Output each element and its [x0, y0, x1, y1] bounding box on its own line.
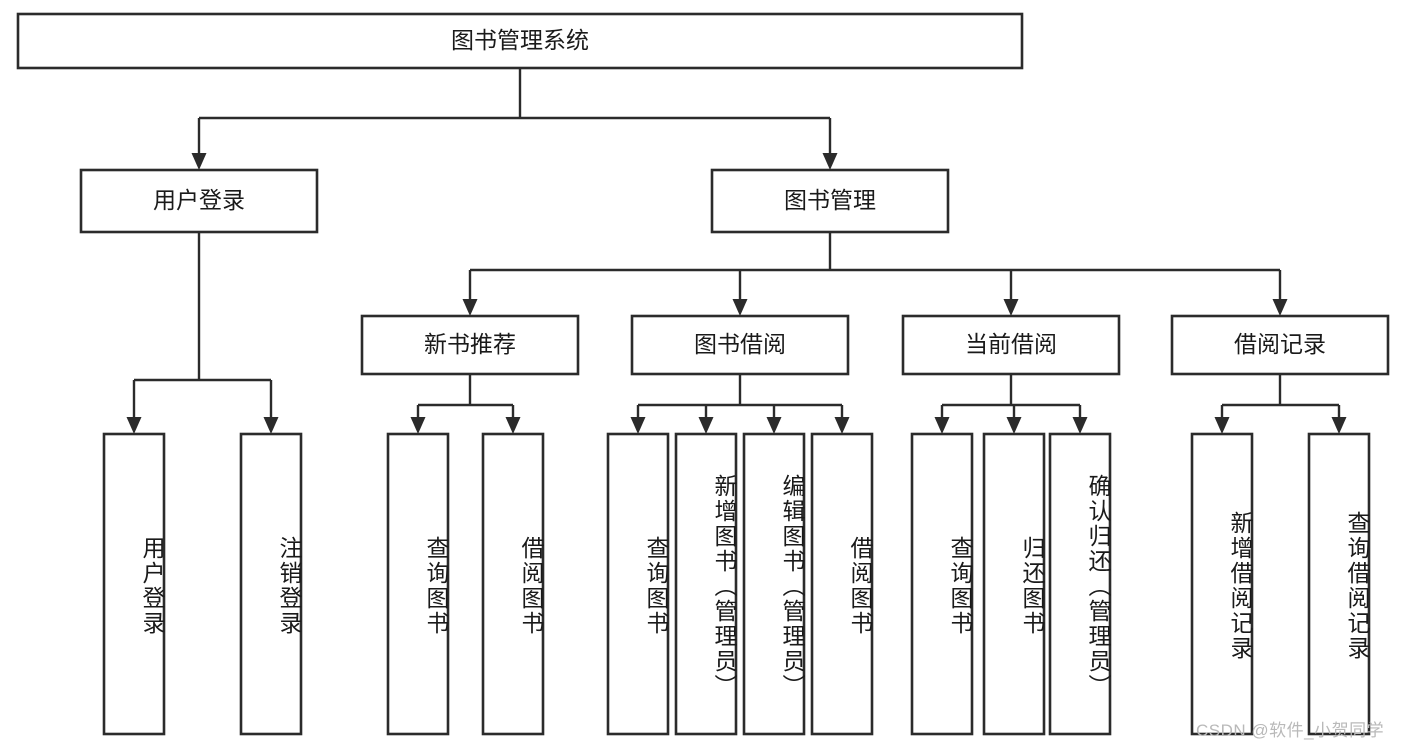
- connector-to-leaf-return-book-arrowhead-icon: [1006, 417, 1022, 434]
- node-label-new-book-rec: 新书推荐: [424, 331, 516, 357]
- node-box-leaf-edit-book[interactable]: [742, 432, 806, 736]
- node-label-root: 图书管理系统: [451, 27, 589, 53]
- node-box-leaf-query-record[interactable]: [1307, 432, 1371, 736]
- connector-to-leaf-add-book-arrowhead-icon: [698, 417, 714, 434]
- connector-to-book-borrow-arrowhead-icon: [732, 299, 748, 316]
- node-label-user-login: 用户登录: [153, 187, 245, 213]
- node-box-root[interactable]: [16, 12, 1024, 70]
- connector-to-leaf-borrow-book-rec-arrowhead-icon: [505, 417, 521, 434]
- connector-to-leaf-confirm-return-arrowhead-icon: [1072, 417, 1088, 434]
- connector-to-leaf-edit-book-arrowhead-icon: [766, 417, 782, 434]
- node-box-leaf-query-book-borrow[interactable]: [606, 432, 670, 736]
- connector-to-new-book-rec-arrowhead-icon: [462, 299, 478, 316]
- connector-to-leaf-borrow-book-arrowhead-icon: [834, 417, 850, 434]
- boxes-layer: [16, 12, 1390, 736]
- node-label-current-borrow: 当前借阅: [965, 331, 1057, 357]
- connector-to-user-login-arrowhead-icon: [191, 153, 207, 170]
- connector-to-book-manage-arrowhead-icon: [822, 153, 838, 170]
- connector-to-leaf-user-login-arrowhead-icon: [126, 417, 142, 434]
- connector-to-leaf-query-record-arrowhead-icon: [1331, 417, 1347, 434]
- node-box-leaf-return-book[interactable]: [982, 432, 1046, 736]
- node-box-leaf-borrow-book[interactable]: [810, 432, 874, 736]
- node-box-leaf-confirm-return[interactable]: [1048, 432, 1112, 736]
- node-box-current-borrow[interactable]: [901, 314, 1121, 376]
- connectors-layer: [126, 68, 1347, 434]
- node-label-book-borrow: 图书借阅: [694, 331, 786, 357]
- connector-to-leaf-add-record-arrowhead-icon: [1214, 417, 1230, 434]
- connector-to-leaf-query-book-borrow-arrowhead-icon: [630, 417, 646, 434]
- node-box-leaf-logout[interactable]: [239, 432, 303, 736]
- node-box-leaf-add-record[interactable]: [1190, 432, 1254, 736]
- node-box-book-manage[interactable]: [710, 168, 950, 234]
- connector-to-leaf-logout-arrowhead-icon: [263, 417, 279, 434]
- csdn-watermark: CSDN @软件_小贺同学: [1196, 721, 1385, 740]
- node-box-new-book-rec[interactable]: [360, 314, 580, 376]
- connector-to-leaf-query-book-rec-arrowhead-icon: [410, 417, 426, 434]
- node-box-borrow-record[interactable]: [1170, 314, 1390, 376]
- node-box-leaf-query-book-rec[interactable]: [386, 432, 450, 736]
- connector-to-current-borrow-arrowhead-icon: [1003, 299, 1019, 316]
- node-box-leaf-borrow-book-rec[interactable]: [481, 432, 545, 736]
- node-box-book-borrow[interactable]: [630, 314, 850, 376]
- connector-to-leaf-query-book-current-arrowhead-icon: [934, 417, 950, 434]
- node-label-borrow-record: 借阅记录: [1234, 331, 1326, 357]
- node-box-leaf-add-book[interactable]: [674, 432, 738, 736]
- node-box-user-login[interactable]: [79, 168, 319, 234]
- node-label-book-manage: 图书管理: [784, 187, 876, 213]
- connector-to-borrow-record-arrowhead-icon: [1272, 299, 1288, 316]
- node-box-leaf-user-login[interactable]: [102, 432, 166, 736]
- node-box-leaf-query-book-current[interactable]: [910, 432, 974, 736]
